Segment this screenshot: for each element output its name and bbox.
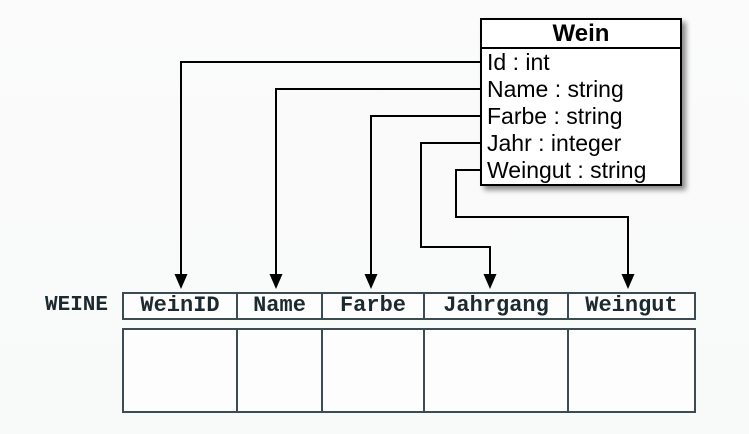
- arrow-name-to-name: [269, 88, 480, 289]
- arrow-id-to-weinid: [174, 61, 480, 289]
- arrow-farbe-to-farbe: [364, 115, 480, 289]
- class-box-title: Wein: [482, 20, 680, 49]
- table-body-cell-weinid: [124, 330, 238, 411]
- column-header-name: Name: [238, 294, 323, 318]
- column-header-weingut: Weingut: [585, 294, 678, 318]
- table-body-cell-jahrgang: [425, 330, 569, 411]
- table-body-cell-name: [238, 330, 323, 411]
- attribute-row-name: Name : string: [487, 76, 624, 102]
- column-header-farbe: Farbe: [323, 294, 425, 318]
- arrow-weingut-to-weingut: [455, 169, 635, 289]
- table-body-cell-weingut: [569, 330, 694, 411]
- attribute-row-jahr: Jahr : integer: [487, 130, 622, 156]
- attribute-row-weingut: Weingut : string: [487, 157, 647, 183]
- column-header-weinid: WeinID: [124, 294, 238, 318]
- table-body-cell-farbe: [323, 330, 425, 411]
- attribute-row-id: Id : int: [487, 49, 550, 75]
- table-label: WEINE: [44, 294, 108, 317]
- class-box-wein: Wein Id : int Name : string Farbe : stri…: [480, 18, 682, 186]
- attribute-row-farbe: Farbe : string: [487, 103, 623, 129]
- column-header-jahrgang: Jahrgang: [425, 294, 569, 318]
- class-box-attribute-list: Id : int Name : string Farbe : string Ja…: [482, 49, 680, 184]
- table-header-row: WeinID Name Farbe Jahrgang Weingut: [122, 292, 696, 320]
- table-body-row: [122, 328, 696, 413]
